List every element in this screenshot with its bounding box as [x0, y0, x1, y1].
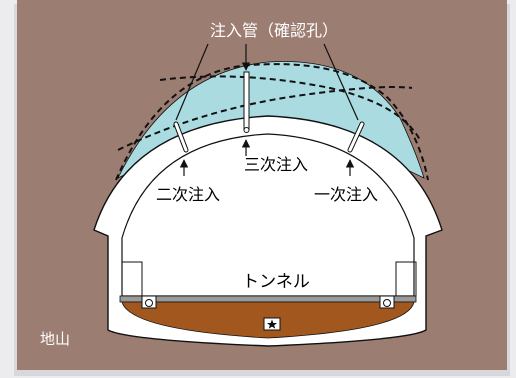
- tunnel-label: トンネル: [242, 272, 310, 292]
- tunnel-lining: [93, 115, 443, 347]
- grout-outline-right: [159, 75, 421, 141]
- leader-line-left: [175, 43, 209, 121]
- star-marker-icon: [263, 317, 281, 331]
- drain-pipe-icon: [141, 295, 157, 309]
- tertiary-injection-label: 三次注入: [244, 155, 308, 174]
- grout-outline-left: [117, 86, 413, 151]
- grout-outline-outer: [115, 63, 429, 181]
- leader-line-right: [323, 43, 359, 121]
- title-label: 注入管（確認孔）: [210, 21, 338, 40]
- primary-injection-label: 一次注入: [314, 185, 378, 204]
- ground-label: 地山: [40, 330, 70, 348]
- injection-pipe-right: [347, 121, 365, 153]
- tunnel-inner-outline: [121, 133, 415, 297]
- drain-pipe-icon: [379, 295, 395, 309]
- secondary-injection-label: 二次注入: [156, 185, 220, 204]
- injection-pipe-center: [243, 71, 250, 133]
- invert-slab: [119, 295, 417, 303]
- injection-pipe-left: [173, 121, 189, 153]
